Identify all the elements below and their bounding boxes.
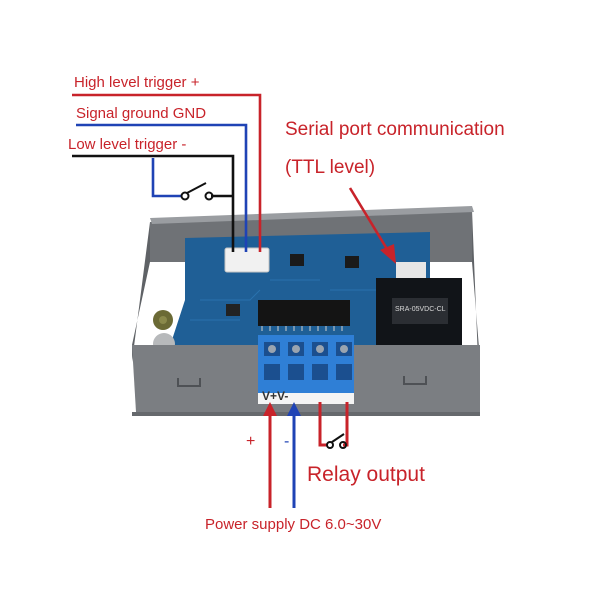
wire-high-trigger (72, 93, 262, 252)
label-low-trigger: Low level trigger - (68, 136, 187, 153)
transistor-1 (290, 254, 304, 266)
relay-switch-lever (331, 433, 345, 443)
relay-label-plate (392, 298, 448, 324)
label-relay-output: Relay output (307, 463, 425, 486)
power-minus-arrow (287, 402, 301, 416)
terminal-screws (268, 345, 348, 353)
pcb-traces (190, 279, 380, 321)
label-signal-gnd: Signal ground GND (76, 105, 207, 122)
label-ttl-level: (TTL level) (285, 157, 376, 178)
ic-chip (258, 300, 350, 326)
transistor-3 (226, 304, 240, 316)
label-serial-port: Serial port communication (285, 119, 505, 140)
clip-notches (177, 376, 427, 387)
wire-switch-loop-left (151, 158, 181, 198)
label-power-supply: Power supply DC 6.0~30V (205, 516, 382, 533)
serial-port-arrow-shaft (348, 187, 392, 255)
wire-relay-left (318, 402, 327, 447)
ic-pins (261, 326, 343, 331)
case-top-rim (150, 206, 474, 224)
relay-contact-right (339, 441, 347, 449)
switch-contact-right (204, 191, 214, 201)
case-bottom-edge (132, 412, 480, 416)
jumper-header (396, 262, 426, 278)
terminal-legend: V+V- (262, 389, 289, 403)
case-left-wall (132, 222, 150, 362)
relay-part-label: SRA-05VDC-CL (395, 306, 446, 313)
switch-contact-left (180, 191, 190, 201)
transistor-2 (345, 256, 359, 268)
wire-low-trigger (72, 154, 235, 252)
power-plus-arrow (263, 402, 277, 416)
capacitor-1-top (159, 316, 167, 324)
switch-lever (186, 182, 207, 194)
power-minus-sign: - (284, 433, 290, 450)
case-right-wall (472, 210, 480, 360)
relay-contact-left (326, 441, 334, 449)
serial-port-arrow-head (380, 244, 396, 264)
wire-signal-gnd (76, 123, 248, 252)
power-plus-sign: + (246, 433, 256, 450)
label-high-trigger: High level trigger + (74, 74, 200, 91)
